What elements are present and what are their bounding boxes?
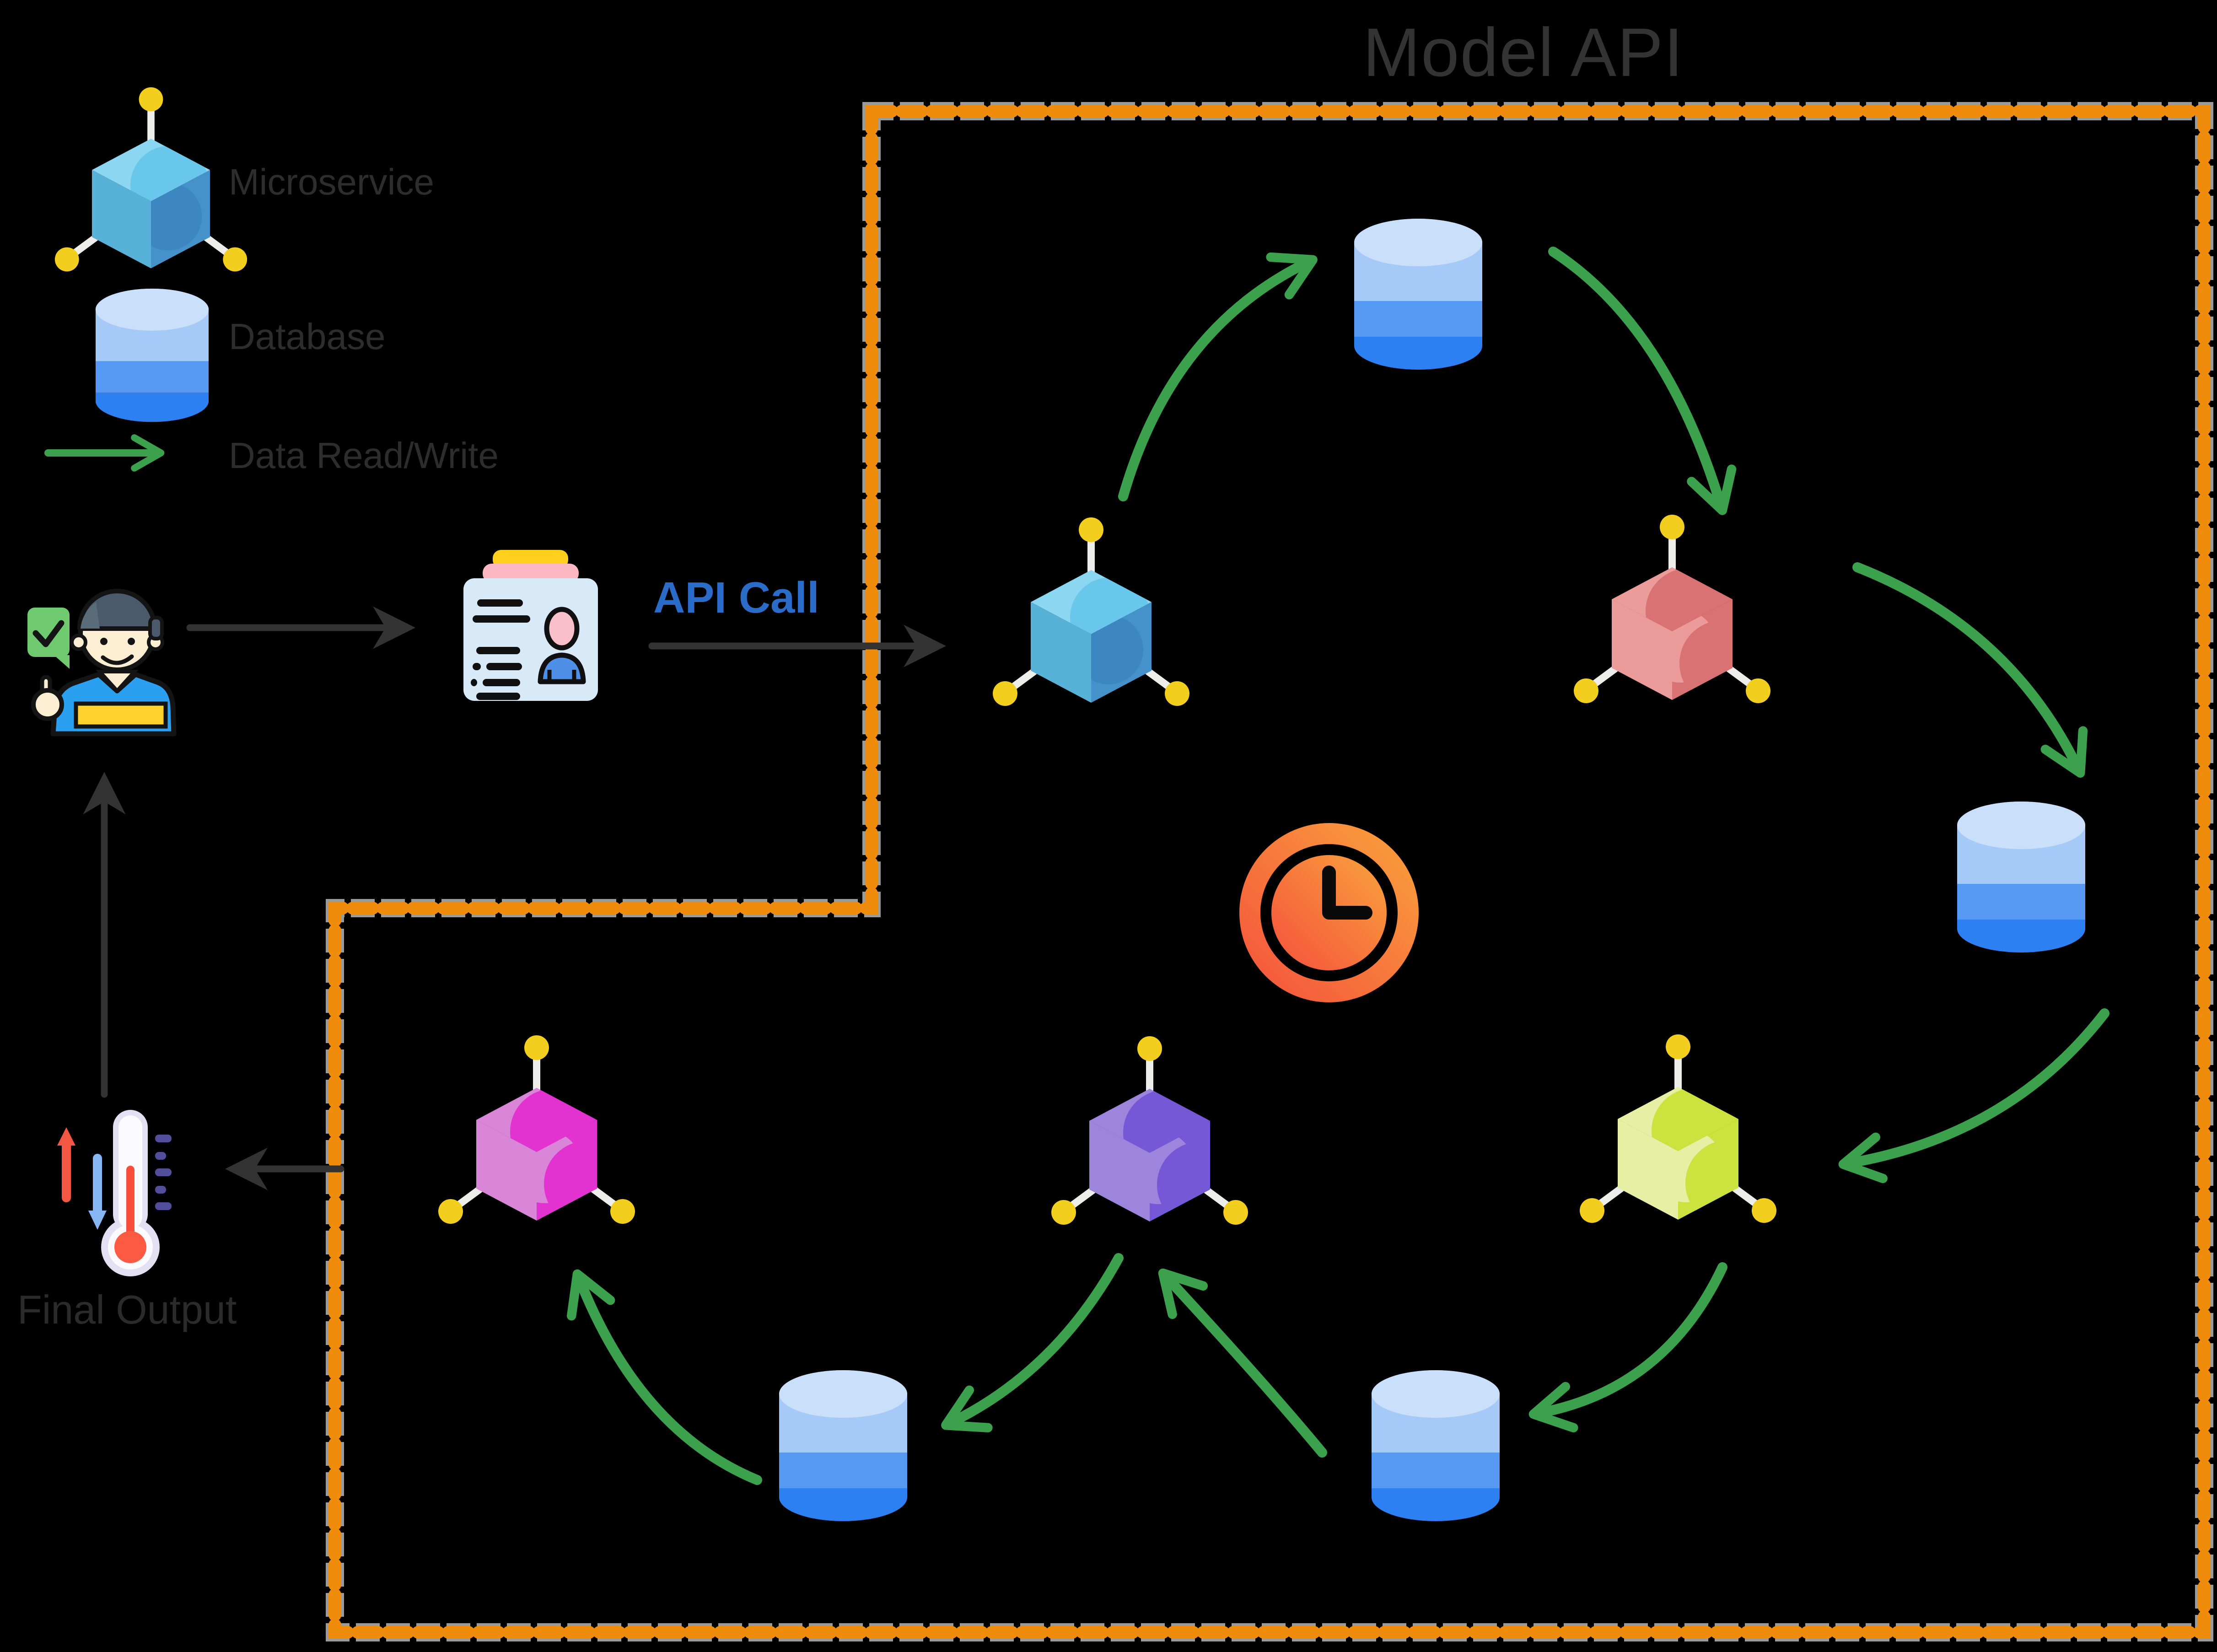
arrow-svc-purple-to-db-bottom-mid: [941, 1253, 1124, 1432]
database-icon-legend-database: [95, 288, 209, 422]
microservice-icon-svc-yellowgreen: [1580, 1034, 1776, 1223]
api-call-label: API Call: [653, 573, 819, 622]
clock-icon: [1239, 823, 1419, 1002]
microservice-icon-svc-red: [1574, 515, 1770, 703]
final-output-thermometer-icon: [57, 1110, 172, 1276]
arrow-svc-cyan-to-db-top: [1118, 252, 1318, 501]
database-icon-db-right: [1957, 802, 2085, 952]
api-document-icon: [463, 550, 598, 701]
final-output-label: Final Output: [17, 1287, 237, 1332]
legend-label-microservice: Microservice: [229, 161, 434, 202]
microservice-icon-legend-microservice: [54, 87, 248, 272]
arrow-db-bottom-mid-to-svc-magenta: [566, 1269, 762, 1485]
check-bubble-icon: [27, 608, 70, 657]
model-api-title: Model API: [1363, 14, 1684, 91]
arrow-db-bottom-right-to-svc-purple: [1158, 1268, 1327, 1458]
arrow-db-top-to-svc-red: [1548, 247, 1737, 515]
database-icon-db-bottom-mid: [779, 1370, 907, 1521]
arrow-svc-yellowgreen-to-db-bottom-right: [1528, 1262, 1727, 1432]
arrow-svc-red-to-db-right: [1852, 562, 2088, 778]
model-api-boundary: [326, 102, 2213, 1641]
microservice-icon-svc-magenta: [438, 1035, 635, 1224]
user-icon: [27, 589, 177, 737]
database-icon-db-bottom-right: [1372, 1370, 1500, 1521]
database-icon-db-top: [1354, 219, 1482, 370]
microservice-icon-svc-purple: [1051, 1036, 1248, 1225]
arrow-db-right-to-svc-yellowgreen: [1838, 1008, 2109, 1184]
legend-label-data-read-write: Data Read/Write: [229, 435, 499, 476]
microservice-icon-svc-cyan: [993, 517, 1189, 706]
legend-label-database: Database: [229, 316, 386, 357]
